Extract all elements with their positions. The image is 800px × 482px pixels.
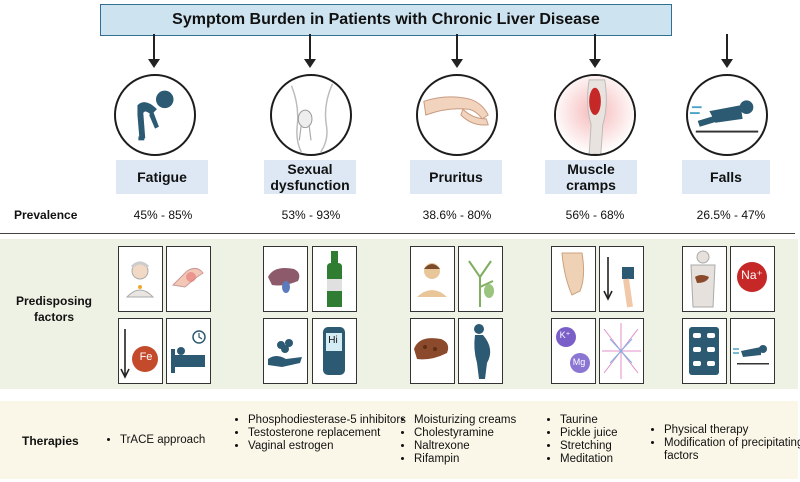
prevalence-value: 38.6% - 80% [422, 208, 492, 222]
predisposing-factors-label: Predisposing factors [15, 294, 92, 324]
therapy-item: Stretching [560, 440, 618, 453]
elderly-person-icon [118, 246, 163, 312]
jaundiced-person-icon [410, 246, 455, 312]
symptom-label: Sexual dysfunction [264, 160, 356, 194]
glucose-meter-icon [312, 318, 357, 384]
body-outline-icon [270, 74, 352, 156]
therapy-item: TrACE approach [120, 434, 205, 447]
therapies-band [0, 401, 798, 479]
symptom-label: Pruritus [410, 160, 502, 194]
medication-blister-icon [682, 318, 727, 384]
scratching-arm-icon [416, 74, 498, 156]
prevalence-label: Prevalence [14, 208, 78, 222]
falling-person-icon [686, 74, 768, 156]
magnesium-symbol: Mg [572, 357, 586, 367]
cirrhotic-liver-icon [410, 318, 455, 384]
prevalence-value: 26.5% - 47% [696, 208, 766, 222]
beer-bottle-icon [312, 246, 357, 312]
therapy-item: Taurine [560, 414, 618, 427]
arrow-down-icon [721, 34, 733, 68]
arm-muscle-icon [166, 246, 211, 312]
liver-kidney-icon [263, 246, 308, 312]
therapy-list: Taurine Pickle juice Stretching Meditati… [546, 414, 618, 466]
therapy-item: Cholestyramine [414, 427, 516, 440]
electrolytes-icon [551, 318, 596, 384]
arrow-down-icon [304, 34, 316, 68]
iron-symbol: Fe [139, 351, 153, 363]
therapy-list: Physical therapy Modification of precipi… [650, 424, 800, 463]
title-text: Symptom Burden in Patients with Chronic … [172, 11, 600, 28]
section-divider [0, 233, 795, 234]
therapy-list: Moisturizing creams Cholestyramine Naltr… [400, 414, 516, 466]
therapy-item: Rifampin [414, 453, 516, 466]
prevalence-value: 56% - 68% [565, 208, 625, 222]
sleep-icon [166, 318, 211, 384]
therapy-item: Modification of precipitating factors [664, 437, 800, 463]
therapy-item: Meditation [560, 453, 618, 466]
pills-hand-icon [263, 318, 308, 384]
fatigue-icon [114, 74, 196, 156]
therapy-list: Phosphodiesterase-5 inhibitors Testoster… [234, 414, 408, 453]
therapy-item: Phosphodiesterase-5 inhibitors [248, 414, 408, 427]
therapy-item: Pickle juice [560, 427, 618, 440]
prevalence-value: 53% - 93% [281, 208, 341, 222]
symptom-label: Muscle cramps [545, 160, 637, 194]
sodium-icon [730, 246, 775, 312]
glucose-reading: Hi [328, 335, 338, 346]
therapy-item: Moisturizing creams [414, 414, 516, 427]
therapy-list: TrACE approach [106, 434, 205, 447]
pregnancy-icon [458, 318, 503, 384]
symptom-label: Falls [682, 160, 770, 194]
fall-small-icon [730, 318, 775, 384]
prevalence-value: 45% - 85% [133, 208, 193, 222]
nerve-cells-icon [599, 318, 644, 384]
therapy-item: Testosterone replacement [248, 427, 408, 440]
arrow-down-icon [589, 34, 601, 68]
potassium-symbol: K⁺ [559, 330, 571, 340]
symptom-label: Fatigue [116, 160, 208, 194]
therapy-item: Physical therapy [664, 424, 800, 437]
therapy-item: Vaginal estrogen [248, 440, 408, 453]
arrow-down-icon [451, 34, 463, 68]
arrow-down-icon [148, 34, 160, 68]
blood-pressure-icon [599, 246, 644, 312]
sodium-symbol: Na⁺ [741, 268, 763, 282]
therapy-item: Naltrexone [414, 440, 516, 453]
low-iron-icon [118, 318, 163, 384]
calf-cramp-icon [554, 74, 636, 156]
liver-body-icon [682, 246, 727, 312]
biliary-tree-icon [458, 246, 503, 312]
diagram-title: Symptom Burden in Patients with Chronic … [100, 4, 672, 36]
therapies-label: Therapies [22, 434, 79, 448]
leg-amputation-icon [551, 246, 596, 312]
